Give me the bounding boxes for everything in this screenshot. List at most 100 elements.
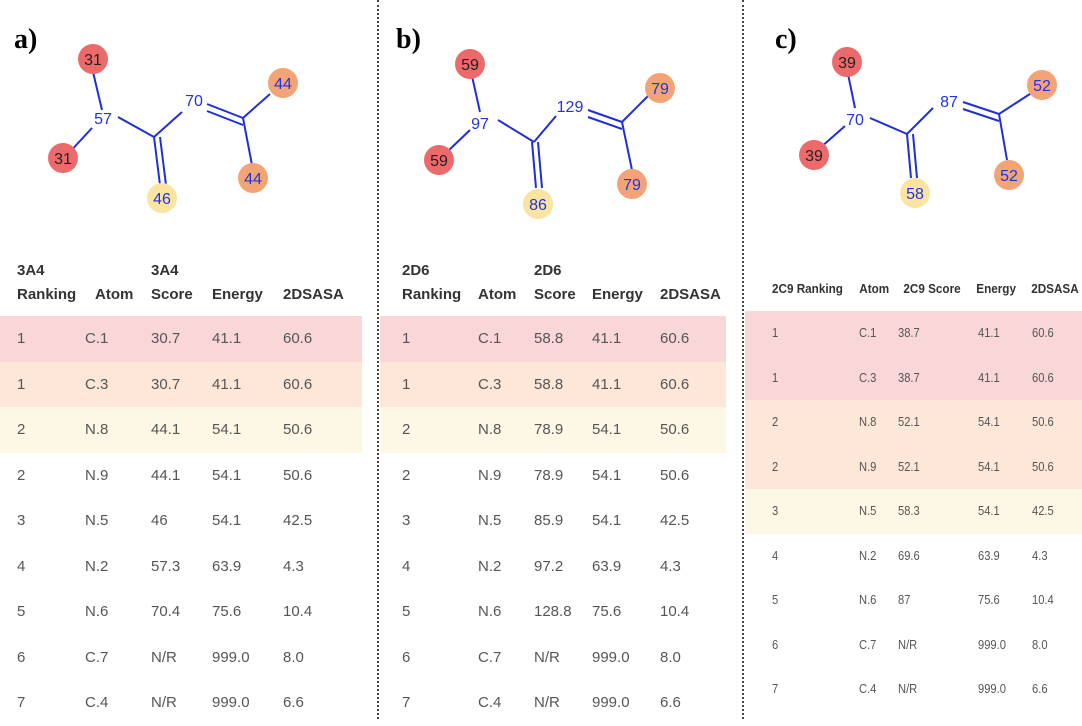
cell-energy: 999.0 xyxy=(212,694,250,711)
atom-score-label: 79 xyxy=(651,81,669,98)
cell-score: 58.8 xyxy=(534,375,564,393)
atom-score-label: 86 xyxy=(529,197,547,214)
cell-energy: 41.1 xyxy=(212,330,242,347)
cell-2dsasa: 10.4 xyxy=(283,603,313,620)
cell-ranking: 6 xyxy=(17,648,26,666)
panel-label: c) xyxy=(775,24,797,55)
header-2dsasa: 2DSASA xyxy=(283,286,344,303)
cell-score: 57.3 xyxy=(151,557,181,575)
cell-energy: 54.1 xyxy=(978,458,1000,474)
panel-divider xyxy=(377,0,379,719)
atom-node xyxy=(617,169,647,199)
atom-node xyxy=(78,44,108,74)
cell-ranking: 1 xyxy=(402,330,411,347)
cell-ranking: 3 xyxy=(402,512,411,529)
cell-energy: 75.6 xyxy=(212,603,242,620)
cell-energy: 54.1 xyxy=(978,414,1000,429)
cell-energy: 54.1 xyxy=(212,466,242,484)
cell-score: N/R xyxy=(151,694,177,711)
cell-score: 58.3 xyxy=(898,503,920,518)
cell-energy: 41.1 xyxy=(592,375,622,393)
cell-atom: C.1 xyxy=(85,330,109,347)
cell-2dsasa: 60.6 xyxy=(1032,325,1054,340)
cell-score: 78.9 xyxy=(534,421,564,438)
cell-energy: 41.1 xyxy=(592,330,622,347)
cell-atom: N.6 xyxy=(859,592,877,607)
cell-ranking: 2 xyxy=(402,466,411,484)
cell-energy: 63.9 xyxy=(978,547,1000,563)
atom-node xyxy=(832,47,862,77)
atom-node xyxy=(147,183,177,213)
atom-score-label: 39 xyxy=(838,55,856,72)
cell-energy: 999.0 xyxy=(212,648,250,666)
cell-ranking: 1 xyxy=(772,369,779,385)
molecule-diagram: 59 59 97 129 86 79 79 xyxy=(424,49,675,219)
atom-score-label: 79 xyxy=(623,177,641,194)
cell-ranking: 6 xyxy=(402,648,411,666)
cell-atom: N.6 xyxy=(85,603,109,620)
cell-score: N/R xyxy=(151,648,177,666)
header-score: 2C9 Score xyxy=(903,281,961,296)
table-header: 2C9 Ranking Atom 2C9 Score Energy 2DSASA xyxy=(745,270,1079,300)
cell-2dsasa: 4.3 xyxy=(660,557,681,575)
cell-score: 30.7 xyxy=(151,375,181,393)
cell-energy: 54.1 xyxy=(212,421,242,438)
cell-atom: C.3 xyxy=(478,375,502,393)
atom-score-label: 70 xyxy=(185,93,203,110)
cell-2dsasa: 8.0 xyxy=(660,648,681,666)
cell-atom: C.4 xyxy=(478,694,502,711)
cell-atom: N.5 xyxy=(478,512,502,529)
cell-2dsasa: 6.6 xyxy=(660,694,681,711)
cell-energy: 54.1 xyxy=(212,512,242,529)
cell-score: 38.7 xyxy=(898,369,920,385)
cell-2dsasa: 50.6 xyxy=(283,421,313,438)
atom-score-label: 31 xyxy=(84,52,102,69)
cell-score: 87 xyxy=(898,592,911,607)
cell-atom: C.7 xyxy=(478,648,502,666)
cell-energy: 63.9 xyxy=(212,557,242,575)
atom-node xyxy=(645,73,675,103)
cell-atom: N.8 xyxy=(85,421,109,438)
atom-node xyxy=(1027,70,1057,100)
atom-score-label: 58 xyxy=(906,186,924,203)
cell-2dsasa: 50.6 xyxy=(660,466,690,484)
cell-atom: C.1 xyxy=(859,325,877,340)
cell-2dsasa: 4.3 xyxy=(1032,547,1048,563)
cell-ranking: 2 xyxy=(772,458,779,474)
atom-score-label: 44 xyxy=(244,171,262,188)
cell-atom: N.5 xyxy=(85,512,109,529)
cell-score: 128.8 xyxy=(534,603,572,620)
cell-2dsasa: 4.3 xyxy=(283,557,304,575)
cell-2dsasa: 10.4 xyxy=(660,603,690,620)
atom-score-label: 44 xyxy=(274,76,292,93)
cell-score: 52.1 xyxy=(898,458,920,474)
cell-2dsasa: 6.6 xyxy=(283,694,304,711)
panel-label: b) xyxy=(396,24,421,55)
cell-energy: 75.6 xyxy=(978,592,1000,607)
cell-atom: N.2 xyxy=(85,557,109,575)
header-atom: Atom xyxy=(95,286,134,303)
cell-atom: N.2 xyxy=(478,557,502,575)
cell-2dsasa: 42.5 xyxy=(283,512,313,529)
atom-score-label: 129 xyxy=(557,99,584,116)
cell-score: 69.6 xyxy=(898,547,920,563)
atom-score-label: 52 xyxy=(1000,168,1018,185)
molecule-diagram: 31 31 57 70 46 44 44 xyxy=(48,44,298,213)
